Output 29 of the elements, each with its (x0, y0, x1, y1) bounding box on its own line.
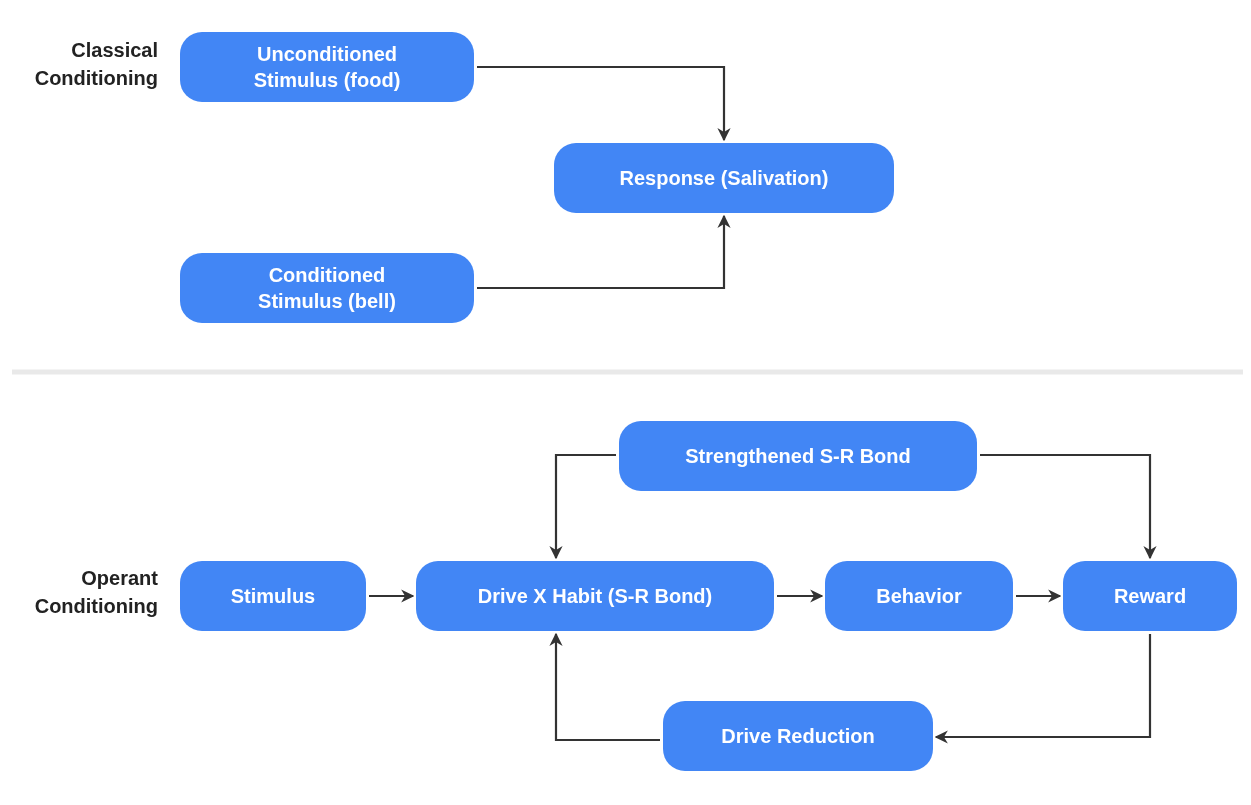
process-box (180, 561, 366, 631)
box-label: Unconditioned Stimulus (food) (252, 42, 402, 93)
process-box (180, 253, 474, 323)
process-box (416, 561, 774, 631)
box-label: Conditioned Stimulus (bell) (257, 263, 397, 314)
box-label: Stimulus (230, 584, 316, 609)
box-label: Drive Reduction (721, 724, 875, 749)
arrow (549, 453, 616, 560)
arrow (369, 589, 415, 603)
process-box (825, 561, 1013, 631)
arrow (934, 634, 1152, 744)
process-box (663, 701, 933, 771)
arrow (549, 632, 660, 742)
arrow (477, 65, 731, 142)
box-label: Drive X Habit (S-R Bond) (477, 584, 713, 609)
box-label: Strengthened S-R Bond (685, 444, 911, 469)
arrow (980, 453, 1157, 560)
section-label: Classical Conditioning (33, 38, 158, 91)
arrow (477, 214, 731, 290)
box-label: Reward (1113, 584, 1187, 609)
section-label: Operant Conditioning (33, 566, 158, 619)
process-box (619, 421, 977, 491)
arrow (1016, 589, 1062, 603)
box-label: Behavior (876, 584, 962, 609)
process-box (554, 143, 894, 213)
process-box (1063, 561, 1237, 631)
process-box (180, 32, 474, 102)
arrow (777, 589, 824, 603)
box-label: Response (Salivation) (619, 166, 829, 191)
